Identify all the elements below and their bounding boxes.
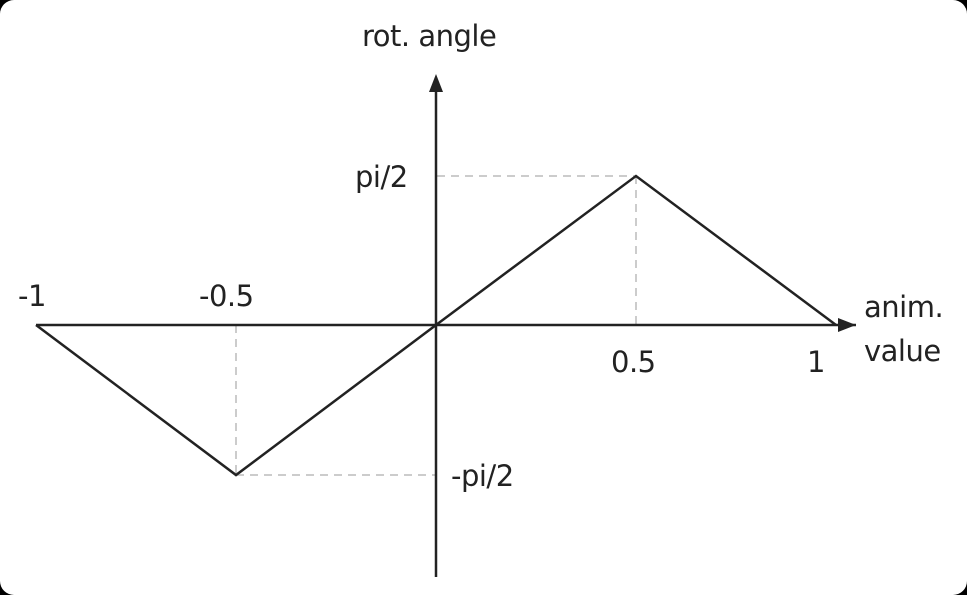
x-axis-label-line1: anim. xyxy=(864,290,944,324)
x-tick-neg1: -1 xyxy=(18,279,46,313)
x-tick-1: 1 xyxy=(807,345,825,379)
x-axis-label-line2: value xyxy=(864,334,941,368)
y-axis-arrow-icon xyxy=(429,74,443,92)
x-tick-neg0-5: -0.5 xyxy=(199,279,254,313)
y-tick-neg-pi-2: -pi/2 xyxy=(451,459,514,493)
x-axis-arrow-icon xyxy=(838,318,856,332)
y-tick-pi-2: pi/2 xyxy=(355,160,408,194)
guide-lines xyxy=(235,175,637,476)
x-tick-0-5: 0.5 xyxy=(611,345,656,379)
y-axis-label: rot. angle xyxy=(362,19,497,53)
function-line xyxy=(35,174,837,477)
